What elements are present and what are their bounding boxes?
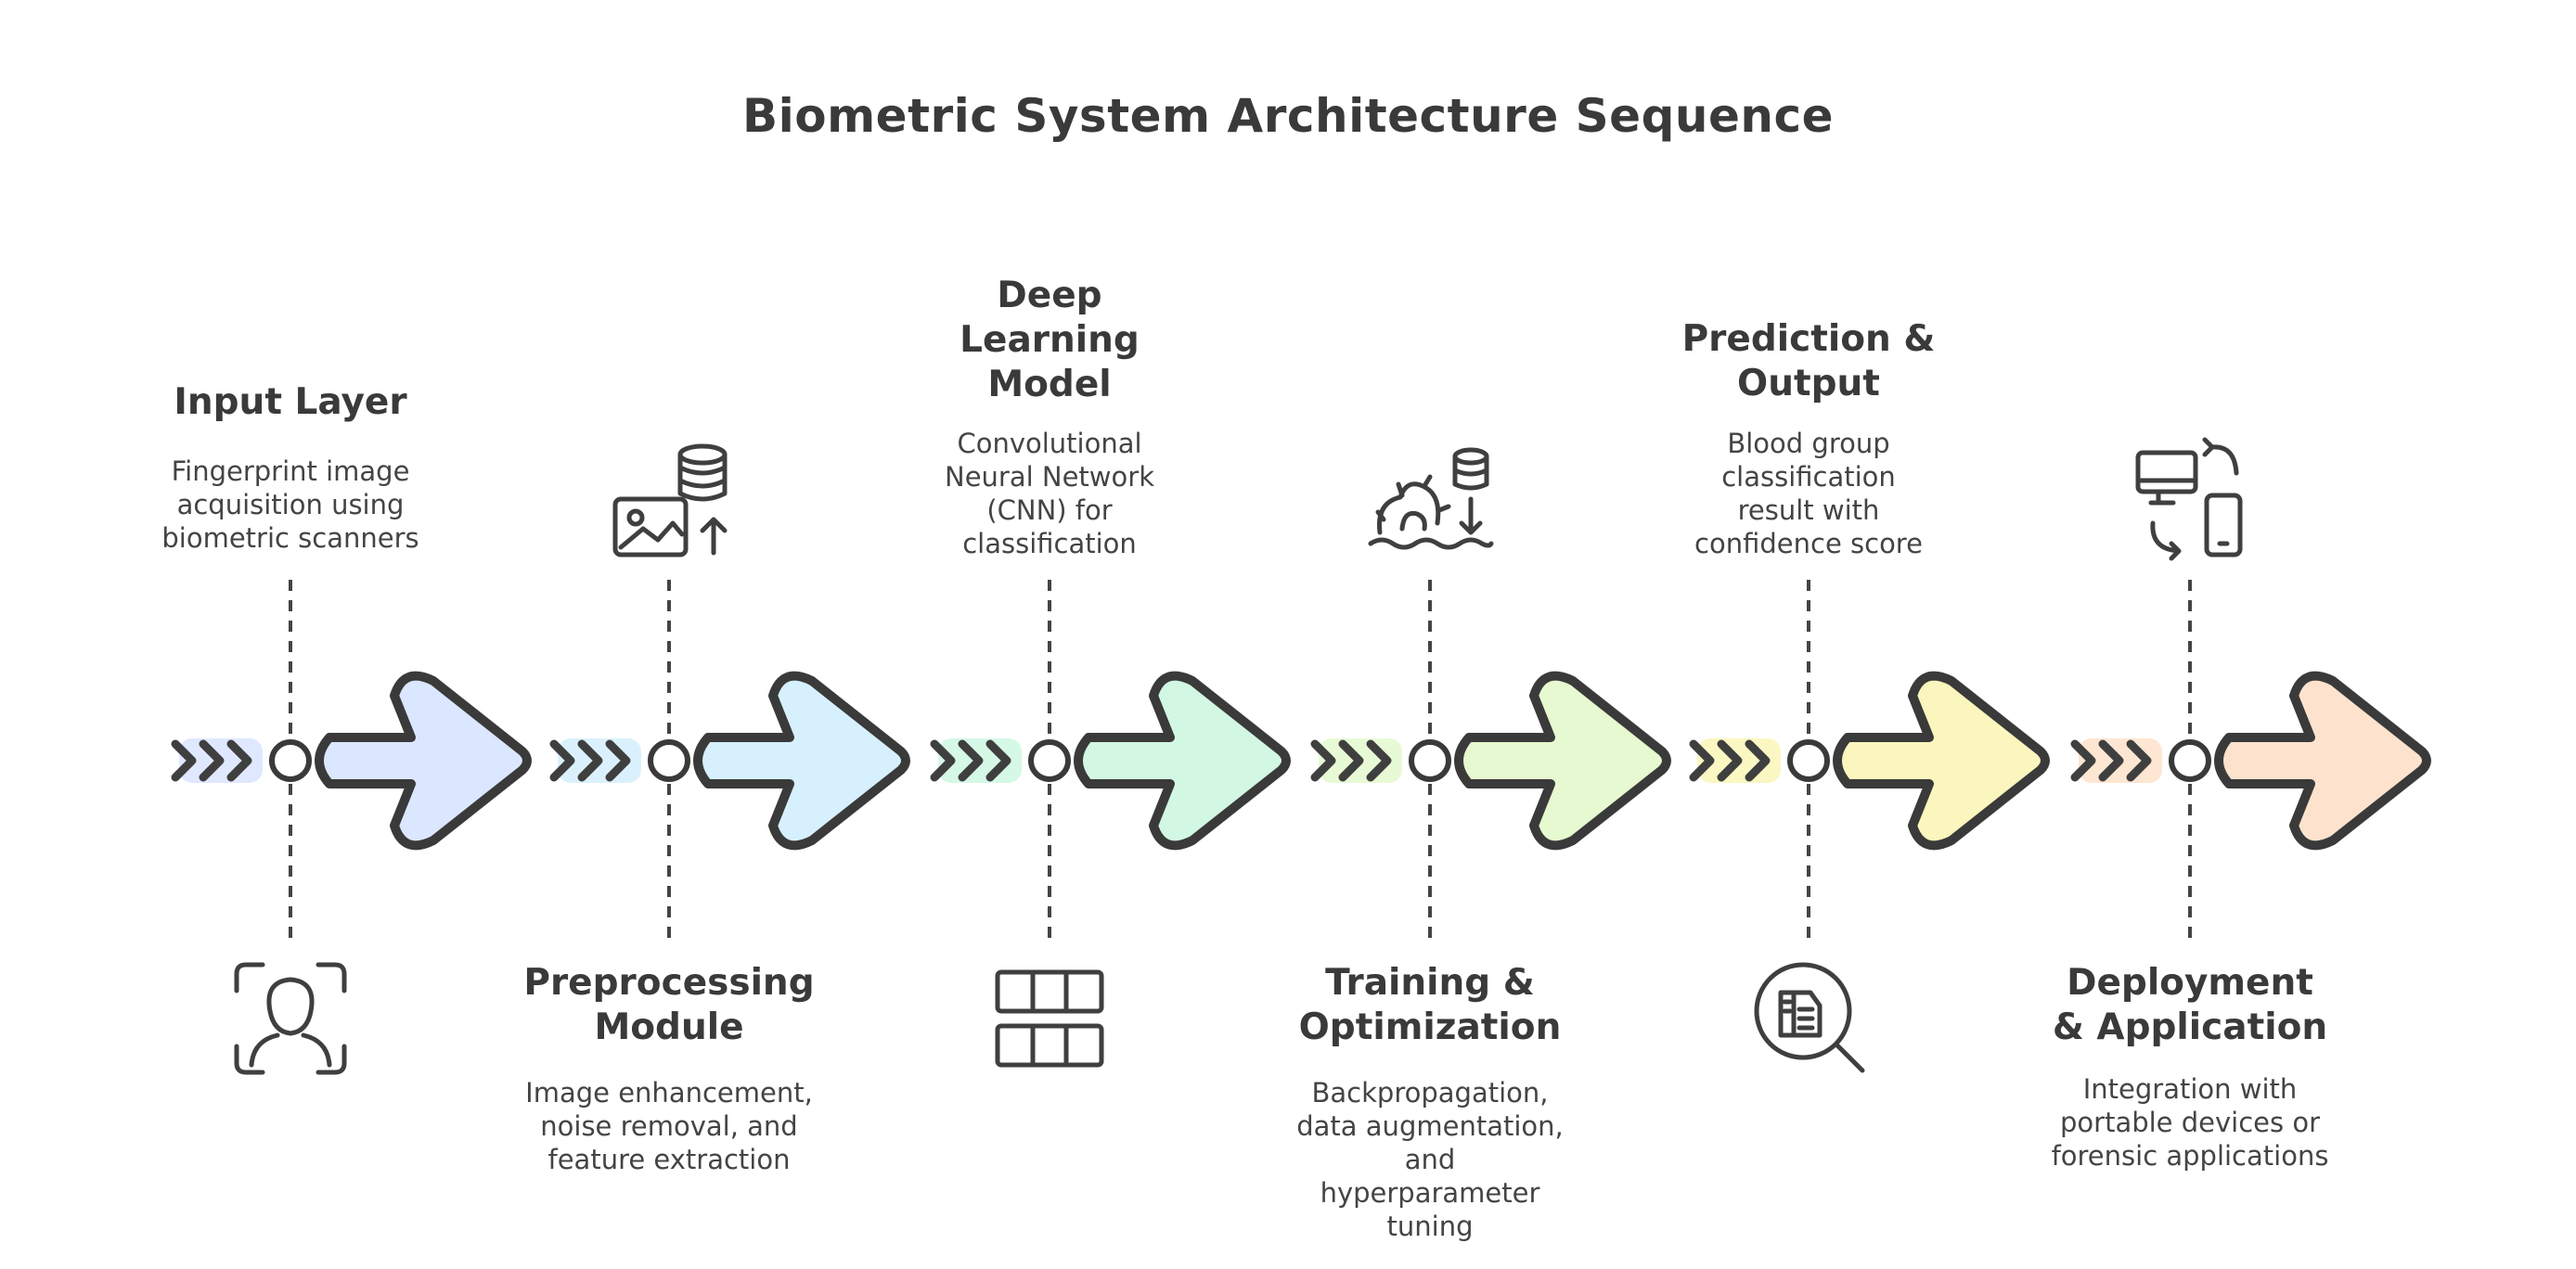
- chevron-icon: [549, 739, 575, 782]
- stage-description: Image enhancement, noise removal, and fe…: [525, 1077, 813, 1175]
- chevron-icon: [2070, 739, 2096, 782]
- chevron-icon: [577, 739, 603, 782]
- stage-description: Convolutional Neural Network (CNN) for c…: [945, 428, 1154, 559]
- stage-4: [1310, 580, 1671, 942]
- node-circle: [2169, 739, 2211, 782]
- devices-sync-icon: [2135, 437, 2243, 561]
- stage-description: Integration with portable devices or for…: [2051, 1073, 2329, 1172]
- stage-title: Deep Learning Model: [960, 275, 1140, 405]
- chevron-icon: [1717, 739, 1743, 782]
- document-search-icon: [1754, 962, 1865, 1073]
- gear-database-flow-icon: [1368, 447, 1494, 550]
- chevron-icon: [199, 739, 225, 782]
- chevron-icon: [171, 739, 197, 782]
- stage-5: [1689, 580, 2050, 942]
- node-circle: [1787, 739, 1830, 782]
- arrow-icon: [1074, 671, 1291, 851]
- node-circle: [269, 739, 312, 782]
- arrow-icon: [693, 671, 910, 851]
- chevron-icon: [2126, 739, 2152, 782]
- chevron-icon: [2098, 739, 2124, 782]
- chevron-icon: [1745, 739, 1771, 782]
- chevron-icon: [958, 739, 984, 782]
- chevron-icon: [1366, 739, 1392, 782]
- node-circle: [1409, 739, 1451, 782]
- stage-description: Fingerprint image acquisition using biom…: [161, 455, 419, 554]
- stage-description: Backpropagation, data augmentation, and …: [1296, 1077, 1564, 1242]
- chevron-icon: [930, 739, 956, 782]
- grid-layers-icon: [995, 969, 1104, 1068]
- stage-title: Input Layer: [174, 381, 407, 423]
- stage-6: [2070, 580, 2431, 942]
- arrow-icon: [2214, 671, 2431, 851]
- chevron-icon: [1310, 739, 1336, 782]
- arrow-icon: [1833, 671, 2050, 851]
- arrow-icon: [1454, 671, 1671, 851]
- image-upload-database-icon: [612, 443, 728, 558]
- stage-title: Preprocessing Module: [523, 962, 815, 1048]
- node-circle: [1028, 739, 1071, 782]
- chevron-icon: [605, 739, 631, 782]
- node-circle: [648, 739, 690, 782]
- stage-title: Training & Optimization: [1298, 962, 1562, 1048]
- face-scan-icon: [234, 962, 347, 1075]
- stage-1: [171, 580, 532, 942]
- stage-3: [930, 580, 1291, 942]
- stage-title: Deployment & Application: [2052, 962, 2328, 1048]
- arrow-icon: [315, 671, 532, 851]
- stage-2: [549, 580, 910, 942]
- chevron-icon: [985, 739, 1011, 782]
- stage-description: Blood group classification result with c…: [1694, 428, 1923, 559]
- chevron-icon: [1689, 739, 1715, 782]
- chevron-icon: [1338, 739, 1364, 782]
- chevron-icon: [226, 739, 252, 782]
- page-title: Biometric System Architecture Sequence: [741, 89, 1835, 143]
- stage-title: Prediction & Output: [1681, 318, 1936, 404]
